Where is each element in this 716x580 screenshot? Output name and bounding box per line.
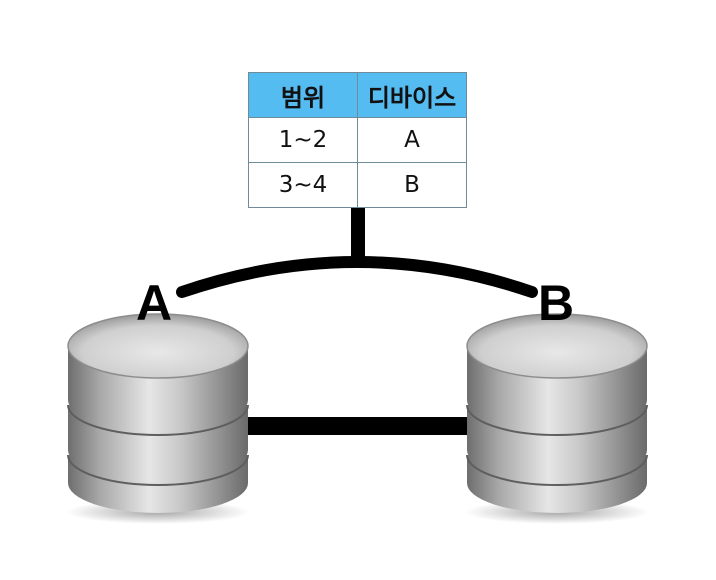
node-label-a: A xyxy=(136,275,173,331)
table-header-row: 범위 디바이스 xyxy=(248,72,467,118)
range-device-table: 범위 디바이스 1~2 A 3~4 B xyxy=(248,72,467,208)
cell-range: 1~2 xyxy=(248,117,358,163)
database-cylinder-a xyxy=(66,313,250,524)
table-row: 1~2 A xyxy=(248,117,467,163)
cell-device: B xyxy=(357,162,467,208)
header-range: 범위 xyxy=(248,72,358,118)
node-label-b: B xyxy=(538,275,575,331)
cell-range: 3~4 xyxy=(248,162,358,208)
connector-arc xyxy=(176,256,538,298)
cell-device: A xyxy=(357,117,467,163)
header-device: 디바이스 xyxy=(357,72,467,118)
database-cylinder-b xyxy=(465,313,649,524)
table-row: 3~4 B xyxy=(248,162,467,208)
